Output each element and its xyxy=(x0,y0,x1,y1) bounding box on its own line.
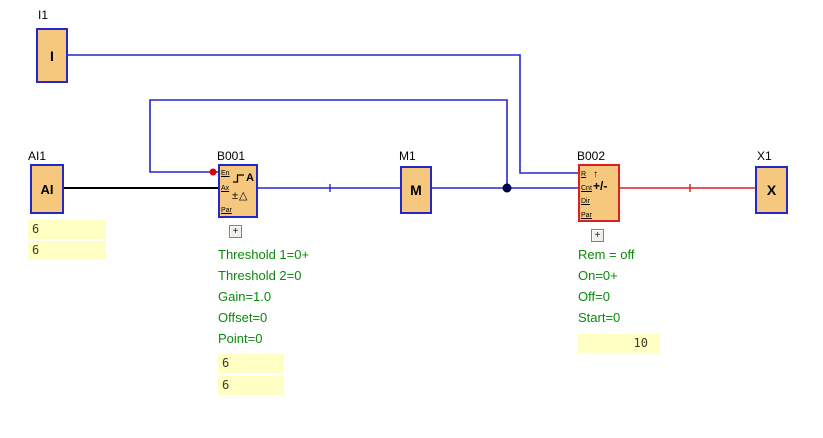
step-icon xyxy=(233,173,244,183)
b001-param: Gain=1.0 xyxy=(218,289,272,304)
b001-param: Point=0 xyxy=(218,331,263,346)
wire-feedback-to-b001-en[interactable] xyxy=(149,99,508,188)
block-x1[interactable]: X xyxy=(755,166,788,214)
pin-dir[interactable]: Dir xyxy=(581,198,590,205)
block-ai1-letter: AI xyxy=(40,181,54,197)
plusminus-triangle-icon: ±△ xyxy=(232,190,249,202)
block-i1-letter: I xyxy=(50,47,54,64)
b001-value-2: 6 xyxy=(218,376,284,395)
pin-par[interactable]: Par xyxy=(581,212,592,219)
b001-param: Threshold 2=0 xyxy=(218,268,302,283)
block-label-ai1: AI1 xyxy=(28,149,47,163)
pin-cnt[interactable]: Cnt xyxy=(581,185,592,192)
block-ai1[interactable]: AI xyxy=(30,164,64,214)
up-arrow-icon: ↑ xyxy=(593,169,598,180)
ai1-value-2: 6 xyxy=(28,241,106,260)
b002-param: On=0+ xyxy=(578,268,618,283)
threshold-trigger-symbol: A ±△ xyxy=(232,171,255,203)
wire-i1-to-b002-r[interactable] xyxy=(68,54,578,174)
block-b002[interactable]: R Cnt Dir Par ↑ +/- xyxy=(578,164,620,222)
block-i1[interactable]: I xyxy=(36,28,68,83)
pin-en[interactable]: En xyxy=(221,170,230,177)
b002-value: 10 xyxy=(578,334,660,353)
block-label-b002: B002 xyxy=(577,149,606,163)
b002-param: Rem = off xyxy=(578,247,635,262)
b002-param: Start=0 xyxy=(578,310,621,325)
block-m1[interactable]: M xyxy=(400,166,432,214)
b001-param: Threshold 1=0+ xyxy=(218,247,310,262)
block-label-i1: I1 xyxy=(38,8,49,22)
block-label-b001: B001 xyxy=(217,149,246,163)
plus-minus-text: +/- xyxy=(593,179,608,193)
b001-param: Offset=0 xyxy=(218,310,268,325)
updown-counter-symbol: ↑ +/- xyxy=(593,170,617,193)
block-b001[interactable]: En Ax Par A ±△ xyxy=(218,164,258,218)
block-x1-letter: X xyxy=(766,182,777,198)
junction-dot xyxy=(502,183,512,193)
pin-par[interactable]: Par xyxy=(221,207,232,214)
analog-letter: A xyxy=(246,171,254,184)
pin-ax[interactable]: Ax xyxy=(221,185,230,192)
ai1-value-1: 6 xyxy=(28,220,106,239)
block-m1-letter: M xyxy=(410,182,422,198)
b001-expand-button[interactable]: + xyxy=(229,225,242,238)
pin-r[interactable]: R xyxy=(581,171,587,178)
block-label-x1: X1 xyxy=(757,149,772,163)
b002-param: Off=0 xyxy=(578,289,610,304)
b002-expand-button[interactable]: + xyxy=(591,229,604,242)
en-input-marker-dot xyxy=(209,168,217,176)
b001-value-1: 6 xyxy=(218,354,284,373)
block-label-m1: M1 xyxy=(399,149,416,163)
